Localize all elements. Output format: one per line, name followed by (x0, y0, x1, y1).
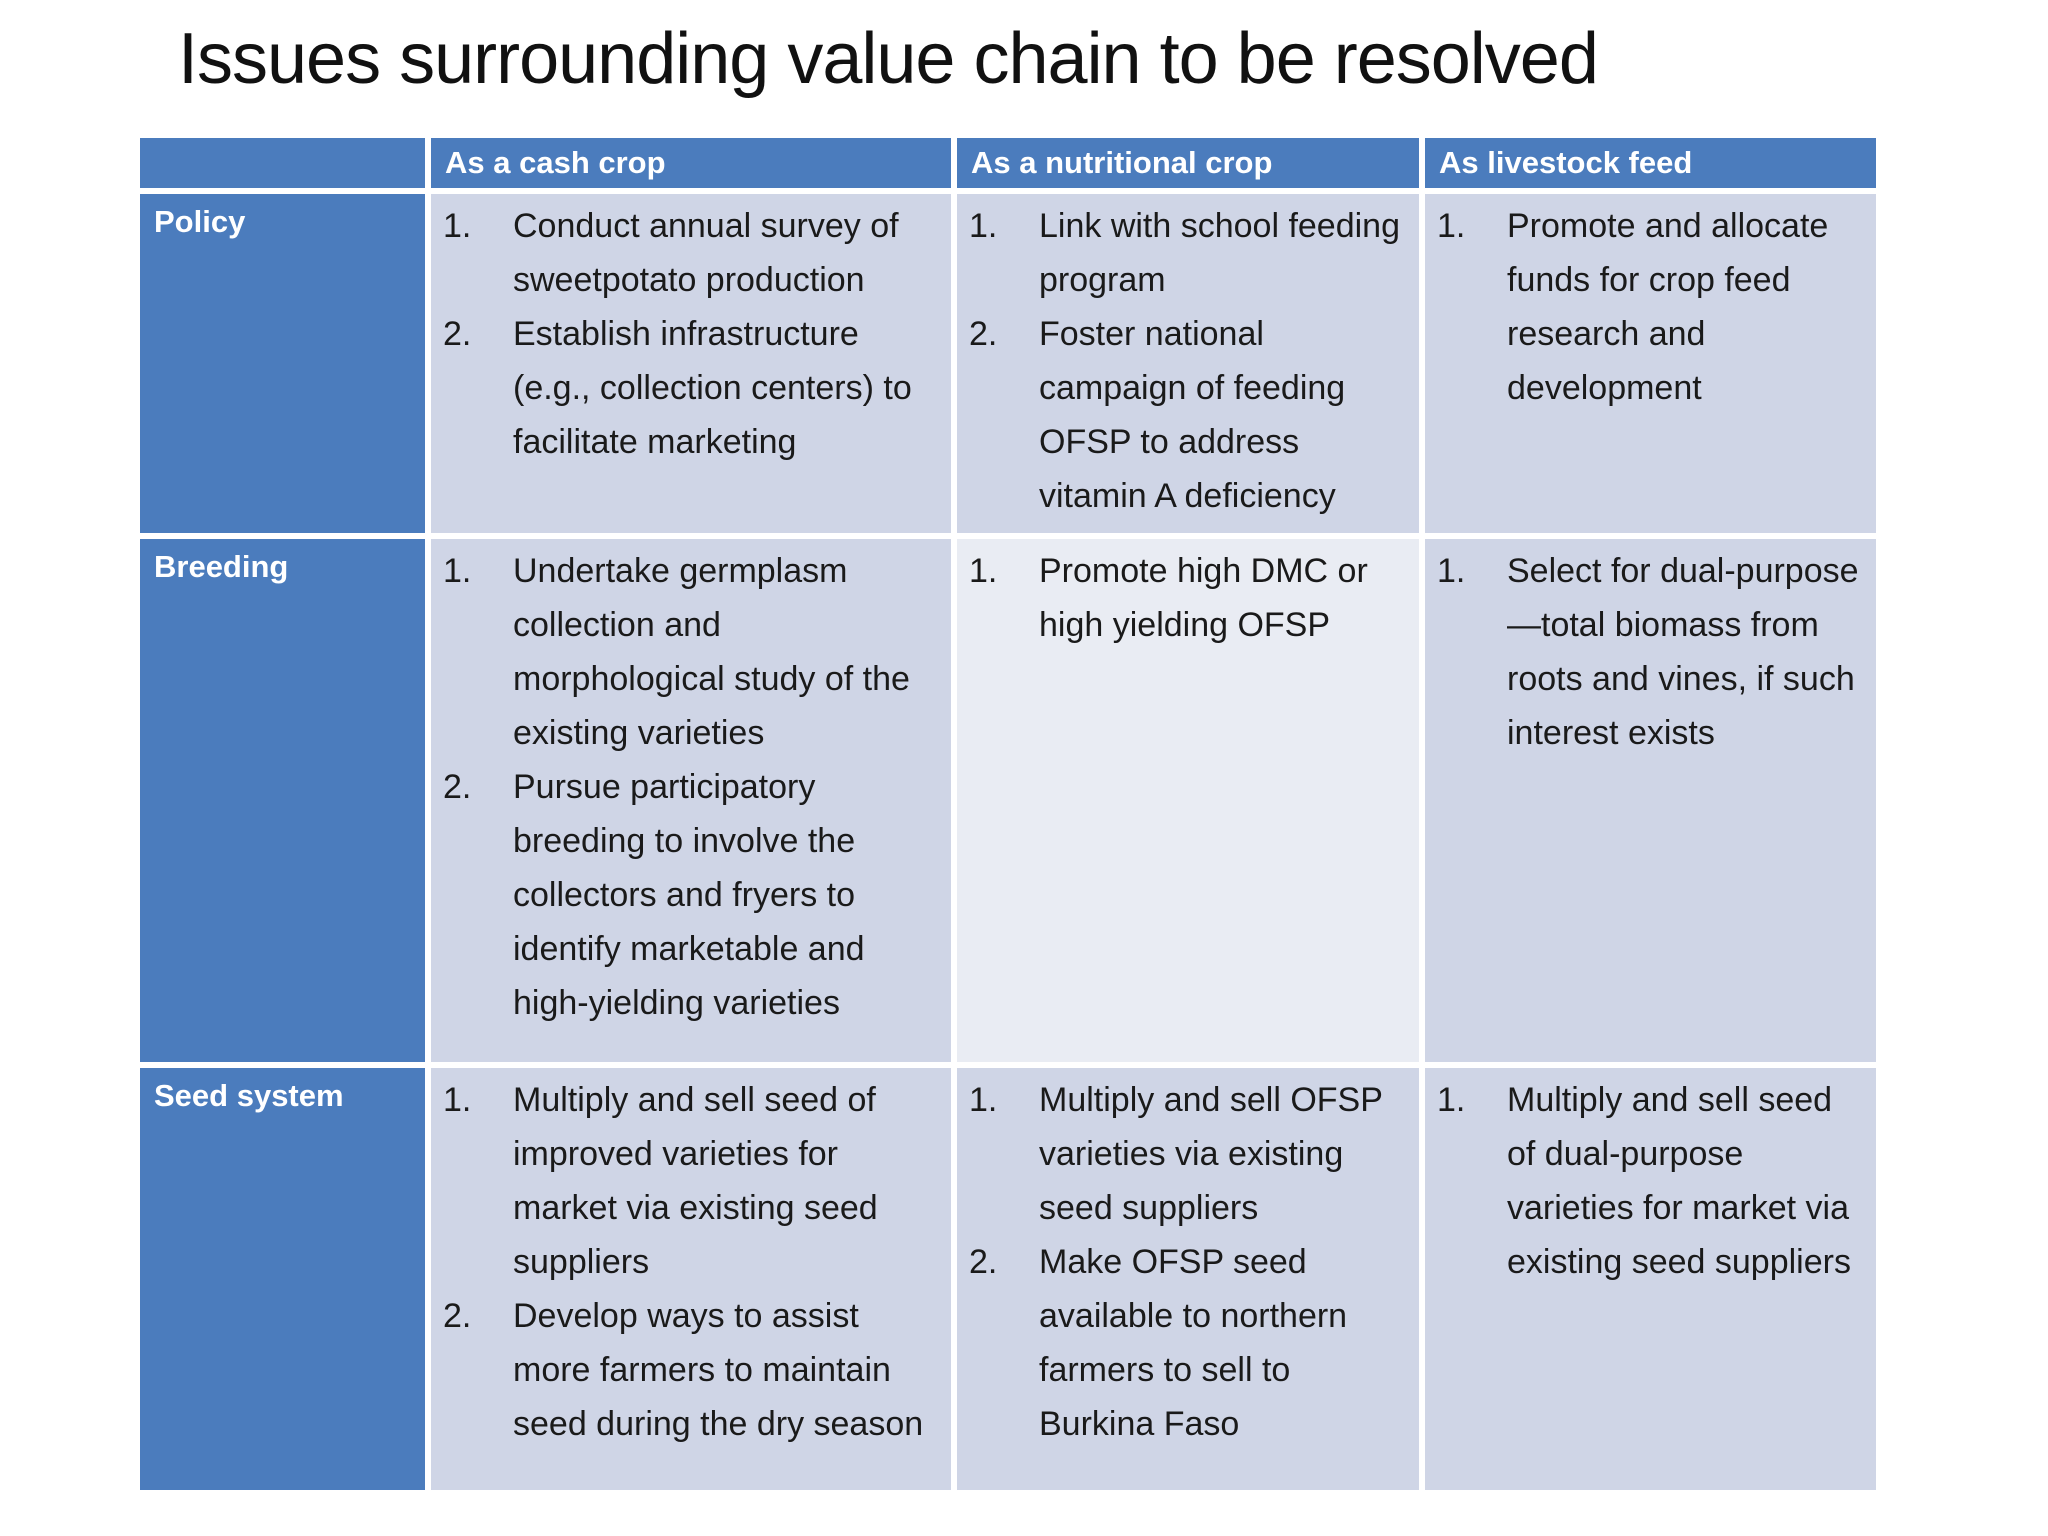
list-item-text: Promote and allocate funds for crop feed… (1507, 207, 1829, 407)
column-header-label: As livestock feed (1439, 145, 1693, 180)
numbered-list: Promote and allocate funds for crop feed… (1435, 199, 1866, 415)
cell-seed-system-as-a-nutritional-crop: Multiply and sell OFSP varieties via exi… (957, 1068, 1419, 1490)
list-item-number (441, 1289, 513, 1451)
list-item-text: Link with school feeding program (1039, 207, 1401, 299)
cell-policy-as-livestock-feed: Promote and allocate funds for crop feed… (1425, 194, 1876, 533)
list-item: Pursue participatory breeding to involve… (441, 760, 941, 1030)
column-header-as-livestock-feed: As livestock feed (1425, 138, 1876, 188)
list-item: Select for dual-purpose—total biomass fr… (1435, 544, 1866, 760)
corner-header-cell (140, 138, 425, 188)
list-item: Multiply and sell seed of improved varie… (441, 1073, 941, 1289)
issues-table: As a cash crop As a nutritional crop As li… (140, 138, 1876, 1490)
numbered-list: Multiply and sell seed of improved varie… (441, 1073, 941, 1451)
list-item-text: Foster national campaign of feeding OFSP… (1039, 315, 1346, 515)
list-item-text: Select for dual-purpose—total biomass fr… (1507, 552, 1859, 752)
slide-title: Issues surrounding value chain to be res… (178, 19, 1599, 99)
list-item-number (1435, 199, 1507, 415)
list-item-text: Promote high DMC or high yielding OFSP (1039, 552, 1368, 644)
column-header-label: As a cash crop (445, 145, 666, 180)
cell-breeding-as-a-nutritional-crop: Promote high DMC or high yielding OFSP (957, 539, 1419, 1062)
list-item-text: Pursue participatory breeding to involve… (513, 768, 865, 1022)
list-item: Multiply and sell seed of dual-purpose v… (1435, 1073, 1866, 1289)
list-item: Conduct annual survey of sweetpotato pro… (441, 199, 941, 307)
list-item: Make OFSP seed available to northern far… (967, 1235, 1409, 1451)
list-item: Develop ways to assist more farmers to m… (441, 1289, 941, 1451)
list-item: Promote high DMC or high yielding OFSP (967, 544, 1409, 652)
list-item: Establish infrastructure (e.g., collecti… (441, 307, 941, 469)
numbered-list: Multiply and sell seed of dual-purpose v… (1435, 1073, 1866, 1289)
list-item-text: Develop ways to assist more farmers to m… (513, 1297, 924, 1443)
numbered-list: Undertake germplasm collection and morph… (441, 544, 941, 1030)
list-item-number (441, 199, 513, 307)
list-item-text: Undertake germplasm collection and morph… (513, 552, 910, 752)
cell-policy-as-a-cash-crop: Conduct annual survey of sweetpotato pro… (431, 194, 951, 533)
list-item-number (441, 760, 513, 1030)
list-item-text: Multiply and sell OFSP varieties via exi… (1039, 1081, 1383, 1227)
numbered-list: Multiply and sell OFSP varieties via exi… (967, 1073, 1409, 1451)
row-label-policy: Policy (140, 194, 425, 533)
row-label-breeding: Breeding (140, 539, 425, 1062)
list-item: Link with school feeding program (967, 199, 1409, 307)
row-label-text: Seed system (154, 1078, 344, 1113)
list-item: Undertake germplasm collection and morph… (441, 544, 941, 760)
row-label-text: Policy (154, 204, 246, 239)
list-item-number (441, 1073, 513, 1289)
cell-seed-system-as-livestock-feed: Multiply and sell seed of dual-purpose v… (1425, 1068, 1876, 1490)
list-item-number (1435, 1073, 1507, 1289)
list-item-number (967, 544, 1039, 652)
list-item: Promote and allocate funds for crop feed… (1435, 199, 1866, 415)
cell-breeding-as-a-cash-crop: Undertake germplasm collection and morph… (431, 539, 951, 1062)
list-item-text: Multiply and sell seed of improved varie… (513, 1081, 878, 1281)
list-item: Foster national campaign of feeding OFSP… (967, 307, 1409, 523)
list-item-number (967, 1235, 1039, 1451)
list-item-number (967, 1073, 1039, 1235)
row-label-text: Breeding (154, 549, 289, 584)
numbered-list: Conduct annual survey of sweetpotato pro… (441, 199, 941, 469)
numbered-list: Select for dual-purpose—total biomass fr… (1435, 544, 1866, 760)
list-item: Multiply and sell OFSP varieties via exi… (967, 1073, 1409, 1235)
row-label-seed-system: Seed system (140, 1068, 425, 1490)
list-item-number (1435, 544, 1507, 760)
list-item-number (441, 544, 513, 760)
column-header-label: As a nutritional crop (971, 145, 1273, 180)
list-item-text: Conduct annual survey of sweetpotato pro… (513, 207, 899, 299)
column-header-as-a-nutritional-crop: As a nutritional crop (957, 138, 1419, 188)
column-header-as-a-cash-crop: As a cash crop (431, 138, 951, 188)
list-item-text: Multiply and sell seed of dual-purpose v… (1507, 1081, 1851, 1281)
cell-breeding-as-livestock-feed: Select for dual-purpose—total biomass fr… (1425, 539, 1876, 1062)
list-item-text: Establish infrastructure (e.g., collecti… (513, 315, 912, 461)
list-item-number (967, 307, 1039, 523)
list-item-text: Make OFSP seed available to northern far… (1039, 1243, 1348, 1443)
list-item-number (967, 199, 1039, 307)
numbered-list: Promote high DMC or high yielding OFSP (967, 544, 1409, 652)
cell-seed-system-as-a-cash-crop: Multiply and sell seed of improved varie… (431, 1068, 951, 1490)
list-item-number (441, 307, 513, 469)
